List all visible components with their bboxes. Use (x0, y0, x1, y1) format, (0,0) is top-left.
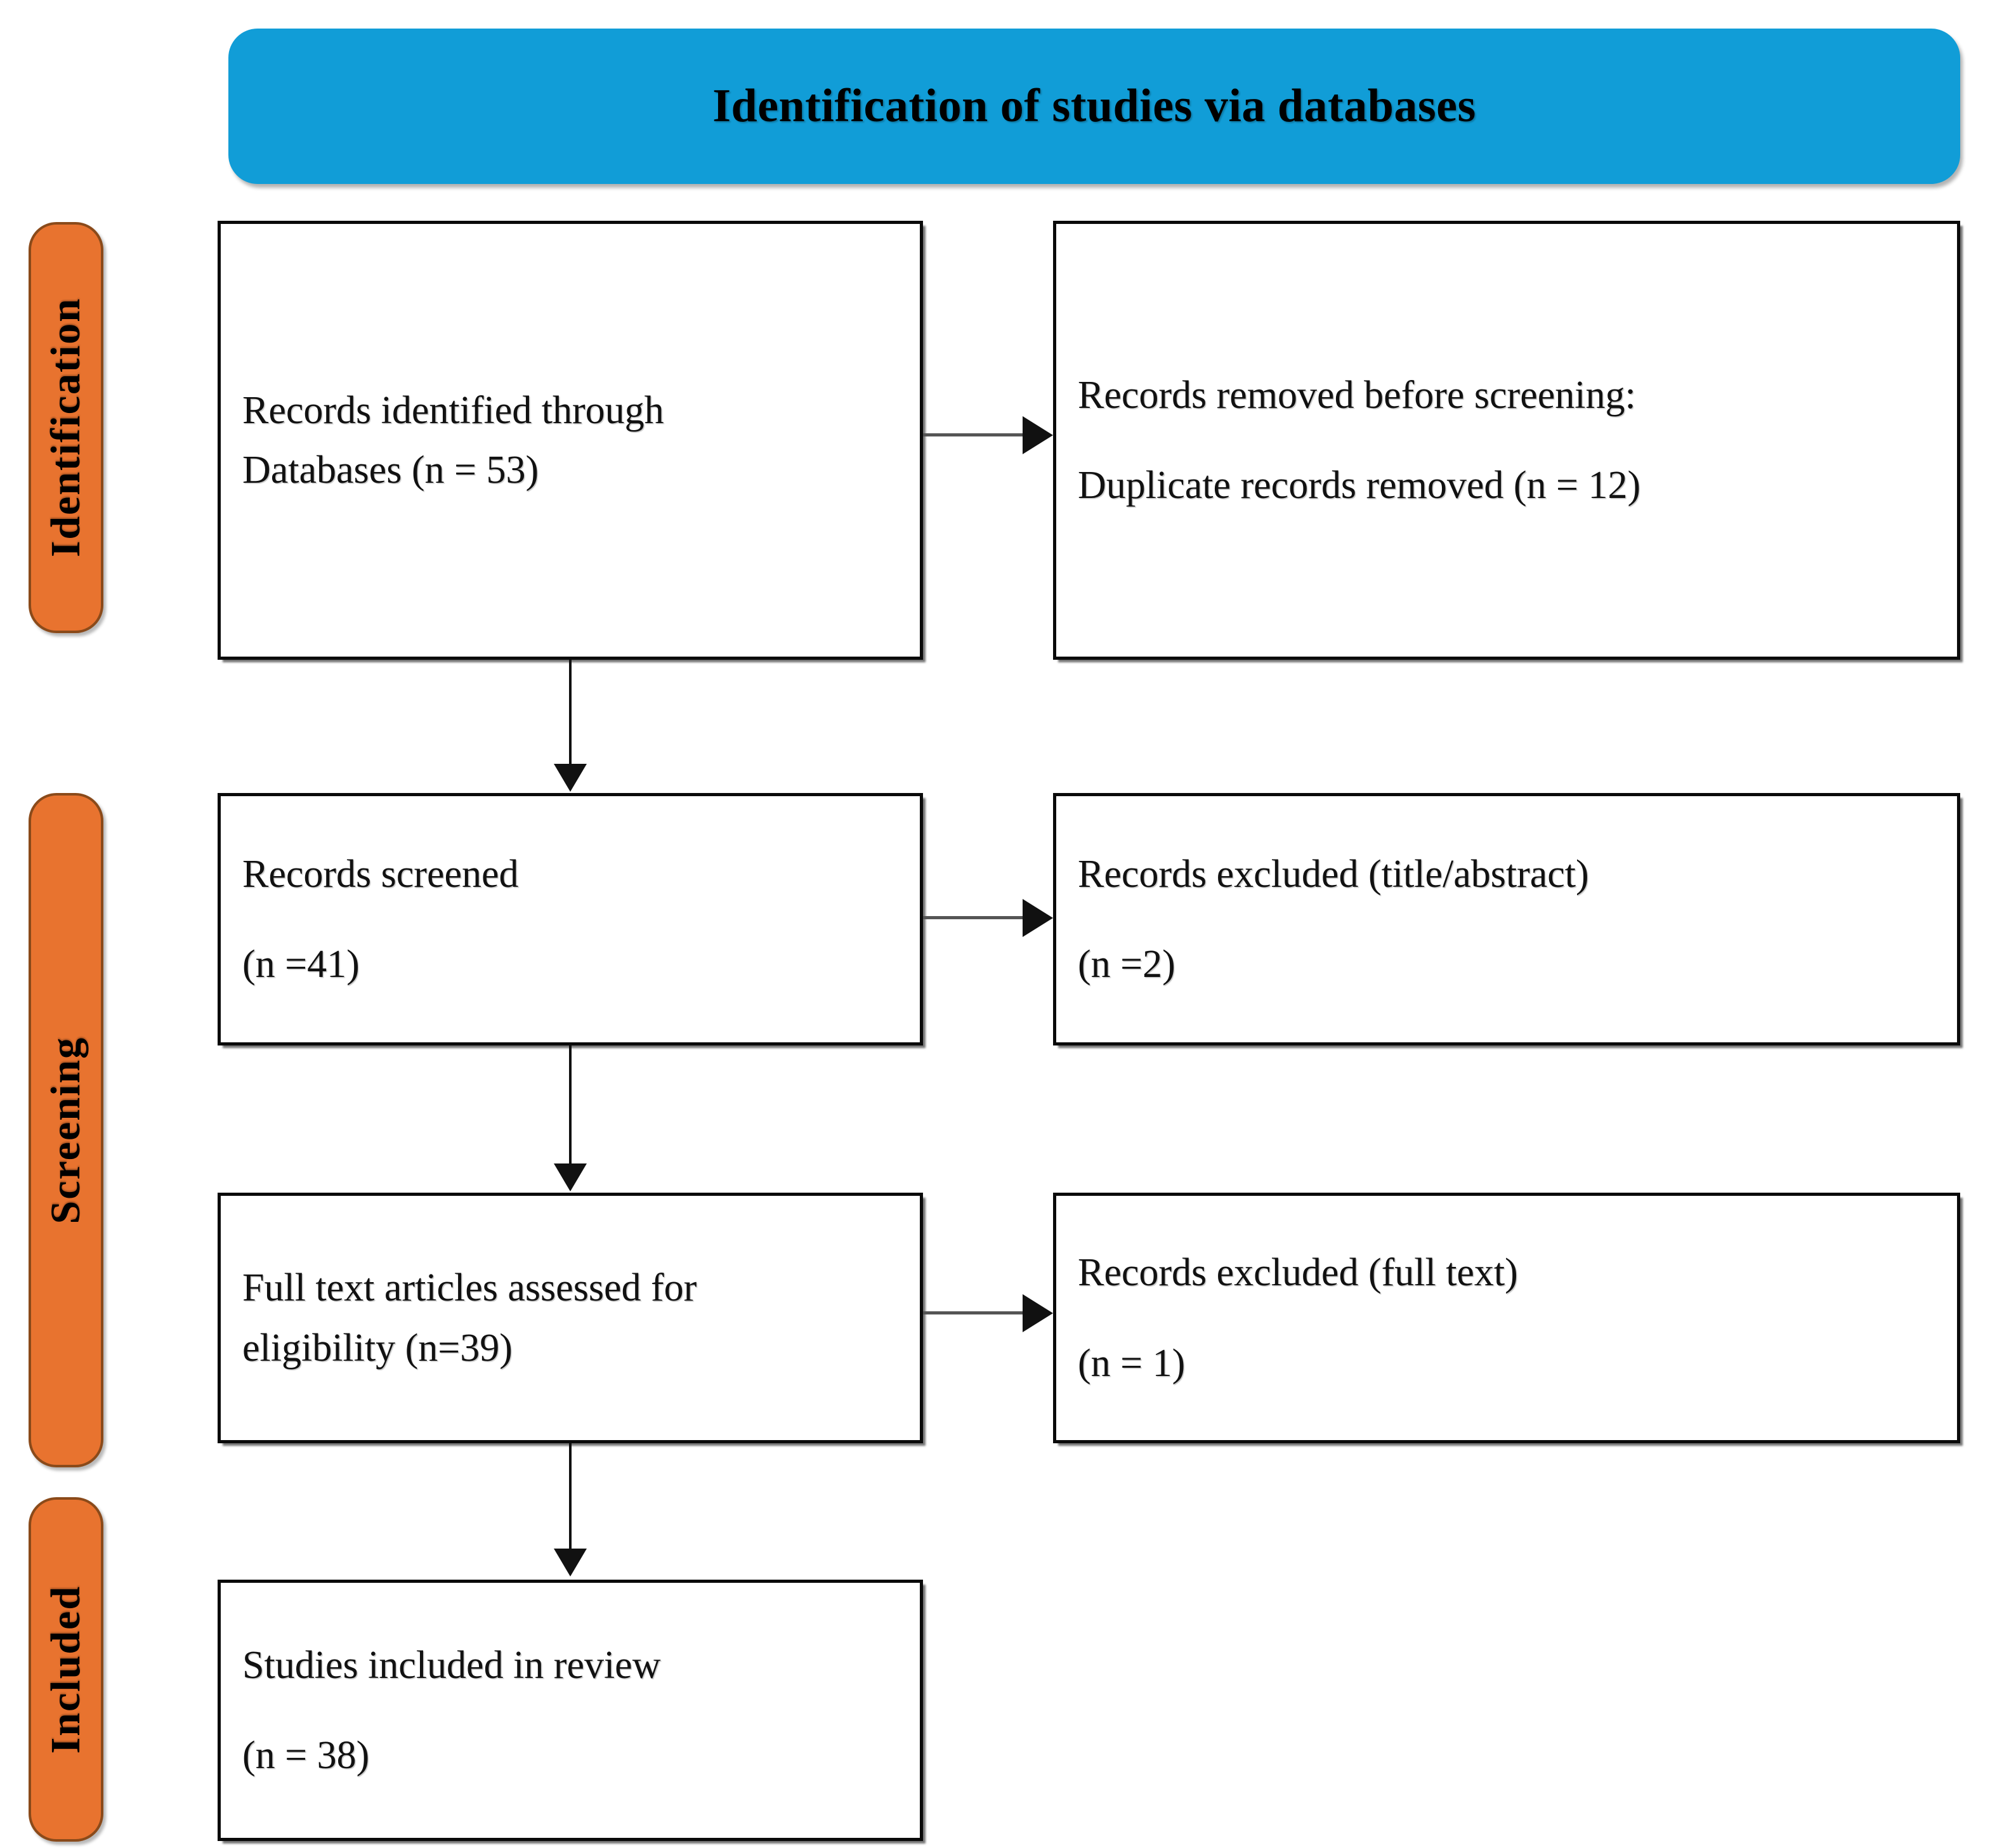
box-studies-included-line1: Studies included in review (242, 1643, 661, 1687)
connector-fulltext-to-excluded-fulltext (923, 1311, 1024, 1314)
box-fulltext-assessed-line1: Full text articles assessed for (242, 1266, 697, 1310)
box-records-identified-line1: Records identified through (242, 388, 664, 432)
arrowhead-fulltext-to-included (554, 1549, 587, 1576)
connector-screened-to-excluded-title (923, 916, 1024, 919)
box-records-excluded-fulltext-line1: Records excluded (full text) (1078, 1251, 1518, 1295)
box-records-screened: Records screened (n =41) (218, 793, 923, 1045)
stage-label-screening-text: Screening (43, 1036, 89, 1224)
stage-label-included: Included (29, 1497, 103, 1842)
box-records-excluded-fulltext-line2: (n = 1) (1078, 1341, 1186, 1385)
connector-fulltext-to-included (569, 1443, 572, 1551)
box-records-excluded-title-line1: Records excluded (title/abstract) (1078, 852, 1589, 896)
box-studies-included: Studies included in review (n = 38) (218, 1580, 923, 1841)
box-records-excluded-fulltext: Records excluded (full text) (n = 1) (1053, 1193, 1960, 1443)
arrowhead-screened-to-fulltext (554, 1163, 587, 1191)
stage-label-included-text: Included (43, 1585, 89, 1754)
connector-screened-to-fulltext (569, 1045, 572, 1166)
box-records-screened-line2: (n =41) (242, 943, 360, 986)
box-fulltext-assessed: Full text articles assessed for eligibil… (218, 1193, 923, 1443)
arrowhead-identified-to-screened (554, 764, 587, 792)
diagram-header-banner: Identification of studies via databases (228, 29, 1960, 184)
arrowhead-identified-to-removed (1023, 416, 1053, 454)
box-records-excluded-title: Records excluded (title/abstract) (n =2) (1053, 793, 1960, 1045)
stage-label-screening: Screening (29, 793, 103, 1467)
box-records-removed-line2: Duplicate records removed (n = 12) (1078, 464, 1641, 507)
box-records-removed: Records removed before screening: Duplic… (1053, 221, 1960, 660)
box-records-screened-line1: Records screened (242, 852, 519, 896)
box-fulltext-assessed-line2: eligibility (n=39) (242, 1326, 513, 1370)
arrowhead-fulltext-to-excluded-fulltext (1023, 1294, 1053, 1332)
connector-identified-to-removed (923, 433, 1024, 436)
stage-label-identification-text: Identification (43, 298, 89, 558)
connector-identified-to-screened (569, 660, 572, 766)
box-records-excluded-title-line2: (n =2) (1078, 943, 1175, 986)
diagram-title: Identification of studies via databases (712, 80, 1476, 132)
box-records-removed-line1: Records removed before screening: (1078, 373, 1636, 417)
arrowhead-screened-to-excluded-title (1023, 899, 1053, 937)
box-records-identified: Records identified through Databases (n … (218, 221, 923, 660)
box-records-identified-line2: Databases (n = 53) (242, 449, 539, 492)
stage-label-identification: Identification (29, 222, 103, 633)
box-studies-included-line2: (n = 38) (242, 1734, 370, 1777)
